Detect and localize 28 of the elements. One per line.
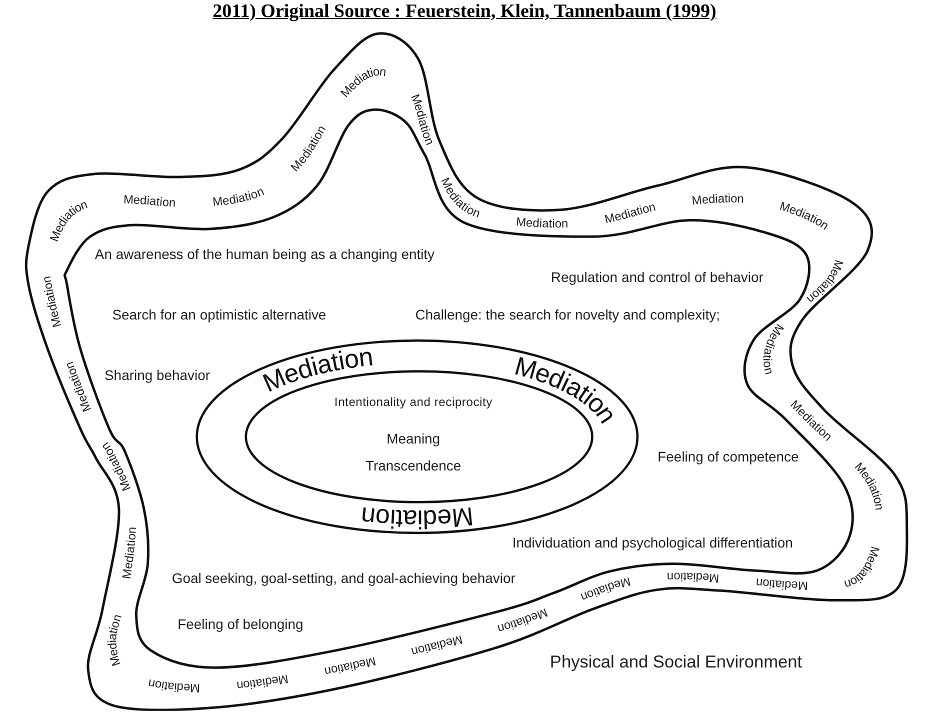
band-label: Mediation bbox=[755, 576, 808, 593]
source-title: 2011) Original Source : Feuerstein, Klein, Tannenbaum (1999) bbox=[212, 1, 718, 23]
criterion-text: Search for an optimistic alternative bbox=[112, 308, 326, 324]
environment-label: Physical and Social Environment bbox=[550, 653, 802, 672]
band-label: Mediation bbox=[212, 184, 266, 209]
band-label: Mediation bbox=[410, 632, 464, 660]
ring-label: Mediation bbox=[258, 341, 375, 398]
criterion-text: Goal seeking, goal-setting, and goal-achieving behavior bbox=[172, 572, 516, 588]
criterion-text: An awareness of the human being as a changing entity bbox=[94, 248, 435, 264]
criterion-text: Individuation and psychological differentiation bbox=[512, 536, 793, 552]
core-text: Meaning bbox=[386, 430, 440, 447]
core-text: Transcendence bbox=[366, 458, 462, 474]
band-label: Mediation bbox=[666, 570, 720, 586]
ring-label: Mediation bbox=[359, 501, 475, 535]
band-label: Mediation bbox=[691, 191, 744, 208]
band-label: Mediation bbox=[603, 200, 657, 226]
band-label: Mediation bbox=[515, 214, 568, 231]
criterion-text: Regulation and control of behavior bbox=[550, 271, 764, 287]
criterion-text: Challenge: the search for novelty and complexity; bbox=[415, 308, 720, 324]
criterion-text: Feeling of belonging bbox=[178, 618, 304, 634]
criterion-text: Sharing behavior bbox=[104, 369, 210, 385]
band-label: Mediation bbox=[123, 192, 176, 210]
mediation-band bbox=[24, 32, 908, 711]
core-text: Intentionality and reciprocity bbox=[334, 395, 492, 410]
band-label: Mediation bbox=[323, 654, 378, 679]
band-label: Mediation bbox=[236, 672, 290, 693]
criterion-text: Feeling of competence bbox=[658, 451, 799, 466]
band-label: Mediation bbox=[146, 676, 200, 696]
